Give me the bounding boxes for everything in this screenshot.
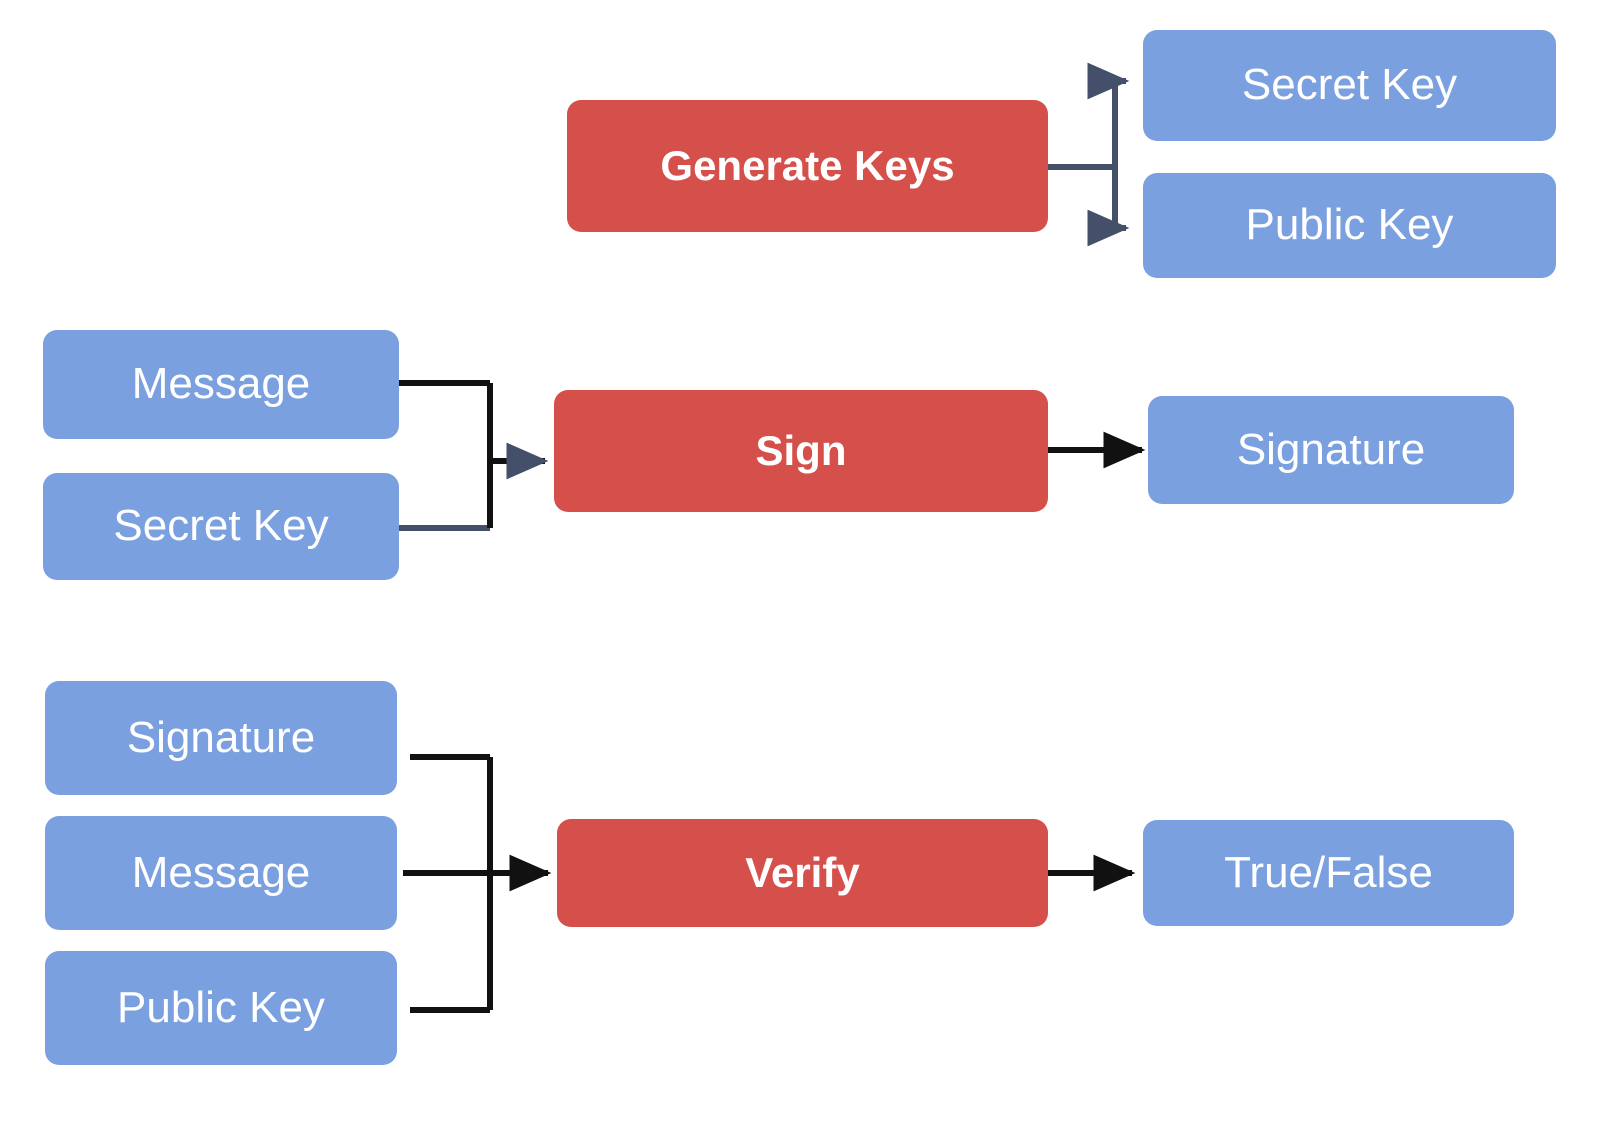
input-node-sign-secret-key[interactable]: Secret Key	[43, 473, 399, 580]
node-label: Generate Keys	[660, 141, 955, 189]
node-label: Public Key	[1245, 200, 1454, 250]
input-node-sign-message[interactable]: Message	[43, 330, 399, 439]
output-node-secret-key[interactable]: Secret Key	[1143, 30, 1556, 141]
input-node-verify-public-key[interactable]: Public Key	[45, 951, 397, 1065]
node-label: Secret Key	[113, 501, 329, 551]
output-node-public-key[interactable]: Public Key	[1143, 173, 1556, 278]
output-node-true-false[interactable]: True/False	[1143, 820, 1514, 926]
node-label: Verify	[745, 848, 860, 896]
edge-signinputs-to-sign	[399, 380, 549, 531]
input-node-verify-message[interactable]: Message	[45, 816, 397, 930]
process-node-sign[interactable]: Sign	[554, 390, 1048, 512]
node-label: Signature	[1236, 424, 1426, 474]
node-label: Public Key	[117, 982, 325, 1032]
edge-verifyinputs-to-verify	[403, 754, 552, 1013]
node-label: Secret Key	[1241, 60, 1458, 110]
process-node-generate-keys[interactable]: Generate Keys	[567, 100, 1048, 232]
input-node-verify-signature[interactable]: Signature	[45, 681, 397, 795]
node-label: Message	[131, 359, 311, 409]
edge-generatekeys-to-keys	[1048, 62, 1130, 247]
node-label: Sign	[755, 426, 847, 474]
output-node-signature[interactable]: Signature	[1148, 396, 1514, 504]
node-label: Message	[131, 847, 311, 897]
process-node-verify[interactable]: Verify	[557, 819, 1048, 927]
node-label: Signature	[126, 712, 316, 762]
node-label: True/False	[1224, 847, 1433, 897]
